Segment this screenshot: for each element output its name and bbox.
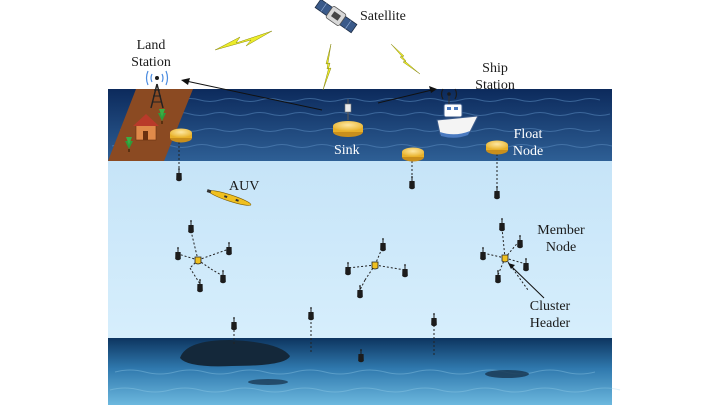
lightning-icon [214, 30, 421, 91]
satellite-label: Satellite [360, 9, 406, 24]
radio-tower-icon [145, 70, 169, 109]
rock-icon [180, 340, 290, 367]
seabed [108, 338, 621, 405]
sink-to-land-arrow [181, 78, 323, 111]
sink-buoy-icon [333, 99, 363, 137]
cluster-header-node [194, 256, 202, 265]
ship-icon [436, 88, 479, 138]
sink-to-ship-arrow [377, 86, 437, 104]
cluster-2 [344, 237, 409, 299]
house-icon [133, 114, 159, 141]
cluster-1 [174, 219, 233, 293]
water-column [108, 161, 612, 338]
auv-icon [206, 189, 252, 206]
anchored-nodes [230, 306, 438, 363]
auv-label: AUV [229, 179, 260, 194]
sink-label: Sink [334, 143, 360, 158]
float-node-1 [170, 128, 192, 182]
satellite-icon [314, 0, 358, 34]
float-node-3 [486, 140, 508, 200]
tree-icon [125, 109, 166, 152]
